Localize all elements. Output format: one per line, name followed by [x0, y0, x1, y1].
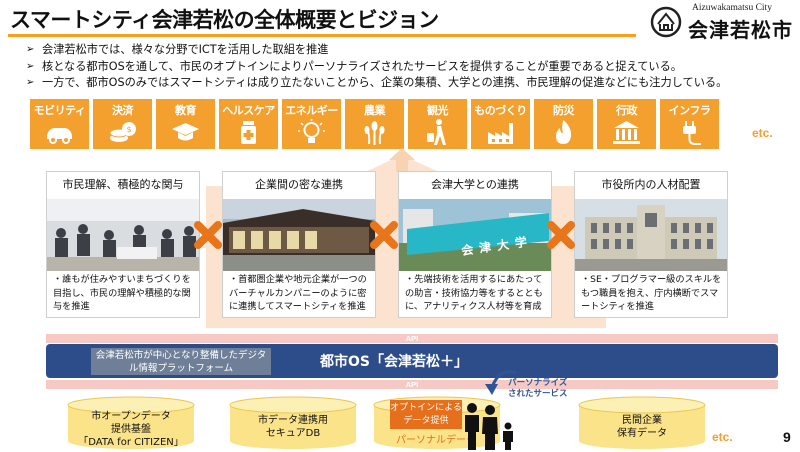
plug-icon — [683, 121, 701, 145]
domain-mobility: モビリティ — [30, 99, 89, 149]
service-arrow-icon — [485, 370, 517, 395]
domain-infrastructure: インフラ — [660, 99, 719, 149]
database-cylinder-icon — [578, 396, 706, 449]
page-title: スマートシティ会津若松の全体概要とビジョン — [10, 8, 439, 32]
optin-label: オプトインによる データ提供 — [390, 400, 462, 429]
city-os-note: 会津若松市が中心となり整備したデジタル情報プラットフォーム — [91, 348, 271, 375]
traveler-icon — [427, 119, 446, 145]
data-source-label: 市データ連携用 セキュアDB — [258, 415, 328, 439]
pillar-card-city-hall: 市役所内の人材配置 ・SE・プログラマー級のスキルをもつ職員を抱え、庁内横断でス… — [574, 171, 728, 318]
data-source-open-data: 市オープンデータ 提供基盤 「DATA for CITIZEN」 — [66, 396, 196, 450]
pillar-heading: 市民理解、積極的な関与 — [62, 178, 184, 191]
pillar-heading: 会津大学との連携 — [431, 178, 519, 191]
domain-energy: エネルギー — [282, 99, 341, 149]
domain-disaster-prevention: 防災 — [534, 99, 593, 149]
university-banner-photo — [399, 199, 551, 271]
city-os-title: 都市OS「会津若松＋」 — [320, 354, 468, 370]
pillar-description: ・誰もが住みやすいまちづくりを目指し、市民の理解や積極的な関与を推進 — [53, 274, 191, 312]
bullet-item: ➢会津若松市では、様々な分野でICTを活用した取組を推進 — [26, 42, 796, 59]
pillar-heading: 市役所内の人材配置 — [601, 178, 701, 191]
coin-icon: $ — [109, 122, 136, 142]
wheat-icon — [364, 121, 385, 145]
domain-agriculture: 農業 — [345, 99, 404, 149]
personal-data-label: パーソナルデータ — [396, 435, 476, 446]
data-sources-etc-label: etc. — [712, 430, 733, 444]
svg-text:$: $ — [126, 125, 131, 134]
pillar-card-companies: 企業間の密な連携 ・首都圏企業や地元企業が一つのバーチャルカンパニーのように密に… — [222, 171, 376, 318]
pillar-description: ・首都圏企業や地元企業が一つのバーチャルカンパニーのように密に連携してスマートシ… — [229, 274, 367, 312]
data-source-secure-db: 市データ連携用 セキュアDB — [228, 396, 358, 450]
domain-tourism: 観光 — [408, 99, 467, 149]
pillar-card-citizen: 市民理解、積極的な関与 ・誰もが住みやすいまちづくりを目指し、市民の理解や積極的… — [46, 171, 200, 318]
office-building-photo — [223, 199, 375, 271]
bullet-item: ➢核となる都市OSを通して、市民のオプトインによりパーソナライズされたサービスを… — [26, 59, 796, 76]
domain-education: 教育 — [156, 99, 215, 149]
family-icon — [465, 403, 513, 450]
page-number: 9 — [783, 429, 791, 445]
bullet-arrow-icon: ➢ — [26, 77, 35, 88]
data-source-label: 市オープンデータ 提供基盤 「DATA for CITIZEN」 — [78, 411, 184, 448]
api-bar-top: API — [46, 334, 778, 343]
personalized-service-label: パーソナライズ されたサービス — [508, 378, 568, 399]
title-underline — [8, 34, 636, 37]
fire-icon — [556, 120, 572, 144]
database-cylinder-icon — [229, 396, 357, 449]
car-icon — [47, 128, 72, 144]
factory-icon — [488, 123, 513, 144]
cross-mark-icon — [547, 221, 575, 249]
domain-administration: 行政 — [597, 99, 656, 149]
bullet-arrow-icon: ➢ — [26, 44, 35, 55]
data-source-label: 民間企業 保有データ — [617, 415, 667, 439]
pillar-description: ・SE・プログラマー級のスキルをもつ職員を抱え、庁内横断でスマートシティを推進 — [581, 274, 722, 312]
domain-healthcare: ヘルスケア — [219, 99, 278, 149]
bullet-arrow-icon: ➢ — [26, 60, 35, 72]
pillar-heading: 企業間の密な連携 — [255, 178, 343, 191]
api-bar-bottom: API — [46, 380, 778, 389]
domains-etc-label: etc. — [752, 126, 773, 140]
citizen-meeting-photo — [47, 199, 199, 271]
medicine-icon — [241, 121, 256, 144]
intro-bullets: ➢会津若松市では、様々な分野でICTを活用した取組を推進 ➢核となる都市OSを通… — [26, 42, 796, 92]
city-emblem-icon — [650, 6, 682, 38]
domain-manufacturing: ものづくり — [471, 99, 530, 149]
pillar-card-university: 会津大学との連携 ・先端技術を活用するにあたっての助言・技術協力等をするとともに… — [398, 171, 552, 318]
domain-payment: 決済 $ — [93, 99, 152, 149]
database-cylinder-icon — [67, 396, 195, 449]
logo-kanji: 会津若松市 — [688, 18, 793, 42]
government-building-icon — [613, 121, 640, 144]
light-bulb-icon — [298, 119, 325, 143]
cross-mark-icon — [370, 221, 398, 249]
pillar-description: ・先端技術を活用するにあたっての助言・技術協力等をするとともに、アナリティクス人… — [405, 274, 543, 312]
city-logo: Aizuwakamatsu City 会津若松市 — [648, 2, 794, 42]
city-hall-photo — [575, 199, 727, 271]
data-source-private-companies: 民間企業 保有データ — [577, 396, 707, 450]
bullet-item: ➢一方で、都市OSのみではスマートシティは成り立たないことから、企業の集積、大学… — [26, 75, 796, 92]
service-domains: モビリティ 決済 $ 教育 ヘルスケア エネルギー 農業 観光 ものづくり 防災… — [30, 99, 719, 149]
cross-mark-icon — [194, 221, 222, 249]
logo-english: Aizuwakamatsu City — [692, 3, 772, 13]
graduation-cap-icon — [172, 123, 199, 141]
